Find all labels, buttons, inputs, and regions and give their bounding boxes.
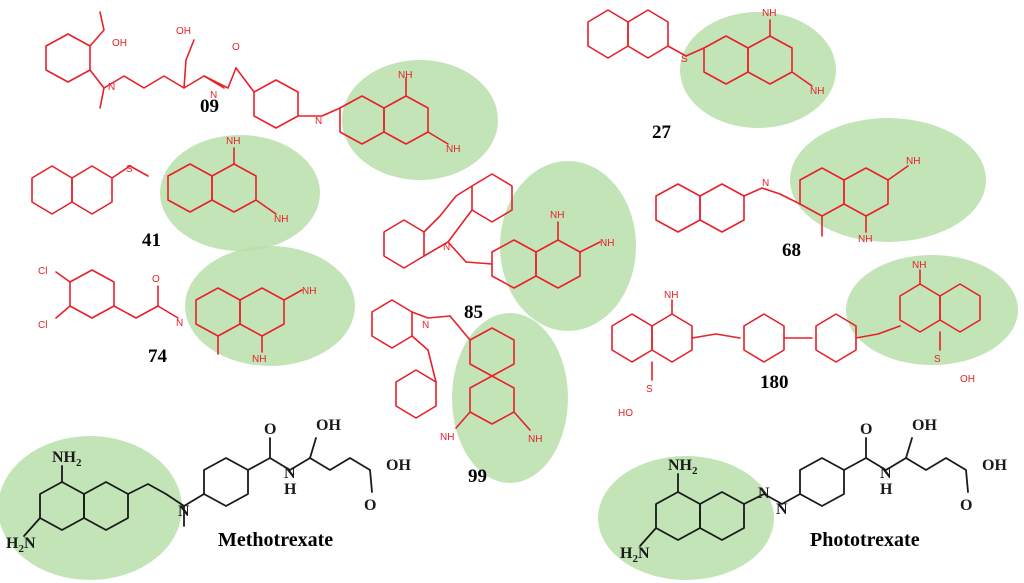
atom-n: N	[880, 465, 892, 482]
structure-99: N NH NH 99	[371, 299, 542, 487]
atom-nh2: NH	[550, 210, 564, 221]
atom-cl: Cl	[38, 320, 47, 331]
atom-nh2: NH	[762, 8, 776, 19]
atom-n: N	[176, 318, 183, 329]
structure-27: S NH NH 27	[587, 8, 824, 143]
atom-s: S	[646, 384, 653, 395]
atom-s: S	[681, 54, 688, 65]
structure-180: NH NH S S HO OH 180	[611, 260, 981, 419]
atom-nh2: NH	[302, 286, 316, 297]
atom-n: N	[284, 465, 296, 482]
structure-85: N NH NH 85	[383, 173, 614, 323]
atom-oh: OH	[316, 417, 341, 434]
highlight-99	[452, 313, 568, 483]
atom-nh2: NH2	[668, 457, 698, 477]
atom-h2n: H2N	[620, 545, 650, 565]
label-85: 85	[464, 302, 483, 323]
atom-s: S	[934, 354, 941, 365]
atom-n: N	[315, 116, 322, 127]
atom-h: H	[284, 481, 297, 498]
label-41: 41	[142, 230, 161, 251]
atom-n: N	[758, 485, 770, 502]
atom-n: N	[443, 242, 450, 253]
atom-oh: OH	[960, 374, 975, 385]
highlight-27	[680, 12, 836, 128]
label-180: 180	[760, 372, 789, 393]
label-methotrexate: Methotrexate	[218, 529, 333, 551]
atom-oh: OH	[982, 457, 1007, 474]
label-74: 74	[148, 346, 168, 367]
atom-nh2: NH	[664, 290, 678, 301]
atom-nh2: NH	[440, 432, 454, 443]
highlight-180	[846, 255, 1018, 365]
atom-nh2: NH	[252, 354, 266, 365]
atom-cl: Cl	[38, 266, 47, 277]
label-phototrexate: Phototrexate	[810, 529, 920, 551]
label-27: 27	[652, 122, 672, 143]
label-68: 68	[782, 240, 801, 261]
structure-09: OH OH N N O N NH NH 09	[45, 11, 460, 155]
atom-nh2: NH	[810, 86, 824, 97]
atom-o: O	[232, 42, 240, 53]
atom-n: N	[108, 82, 115, 93]
atom-nh2: NH	[226, 136, 240, 147]
atom-nh2: NH	[912, 260, 926, 271]
atom-nh2: NH	[858, 234, 872, 245]
structure-68: N NH NH 68	[655, 156, 920, 261]
atom-h: H	[880, 481, 893, 498]
atom-n: N	[422, 320, 429, 331]
atom-oh: OH	[112, 38, 127, 49]
atom-nh2: NH	[528, 434, 542, 445]
atom-oh: OH	[912, 417, 937, 434]
atom-nh2: NH	[398, 70, 412, 81]
atom-nh2: NH	[446, 144, 460, 155]
structure-methotrexate: NH2 H2N N O N H OH OH O Methotrexate	[6, 417, 411, 555]
atom-nh2: NH	[600, 238, 614, 249]
structure-41: S NH NH 41	[31, 136, 288, 251]
highlight-phototrexate	[598, 456, 774, 580]
structure-phototrexate: NH2 H2N N N O N H OH OH O Phototrexate	[620, 417, 1007, 565]
atom-o: O	[264, 421, 276, 438]
atom-n: N	[776, 501, 788, 518]
label-09: 09	[200, 96, 219, 117]
label-99: 99	[468, 466, 487, 487]
atom-o: O	[860, 421, 872, 438]
atom-h2n: H2N	[6, 535, 36, 555]
atom-n: N	[762, 178, 769, 189]
highlight-09	[342, 60, 498, 180]
highlight-41	[160, 135, 320, 251]
atom-nh2: NH	[906, 156, 920, 167]
atom-ho: HO	[618, 408, 633, 419]
atom-s: S	[126, 164, 133, 175]
atom-nh2: NH2	[52, 449, 82, 469]
atom-n: N	[210, 90, 217, 101]
atom-oh: OH	[176, 26, 191, 37]
highlight-74	[185, 246, 355, 366]
atom-o: O	[960, 497, 972, 514]
atom-o: O	[152, 274, 160, 285]
structure-74: Cl Cl O N NH NH 74	[38, 266, 316, 367]
highlight-methotrexate	[0, 436, 182, 580]
atom-nh2: NH	[274, 214, 288, 225]
atom-n: N	[178, 503, 190, 520]
atom-o: O	[364, 497, 376, 514]
atom-oh: OH	[386, 457, 411, 474]
